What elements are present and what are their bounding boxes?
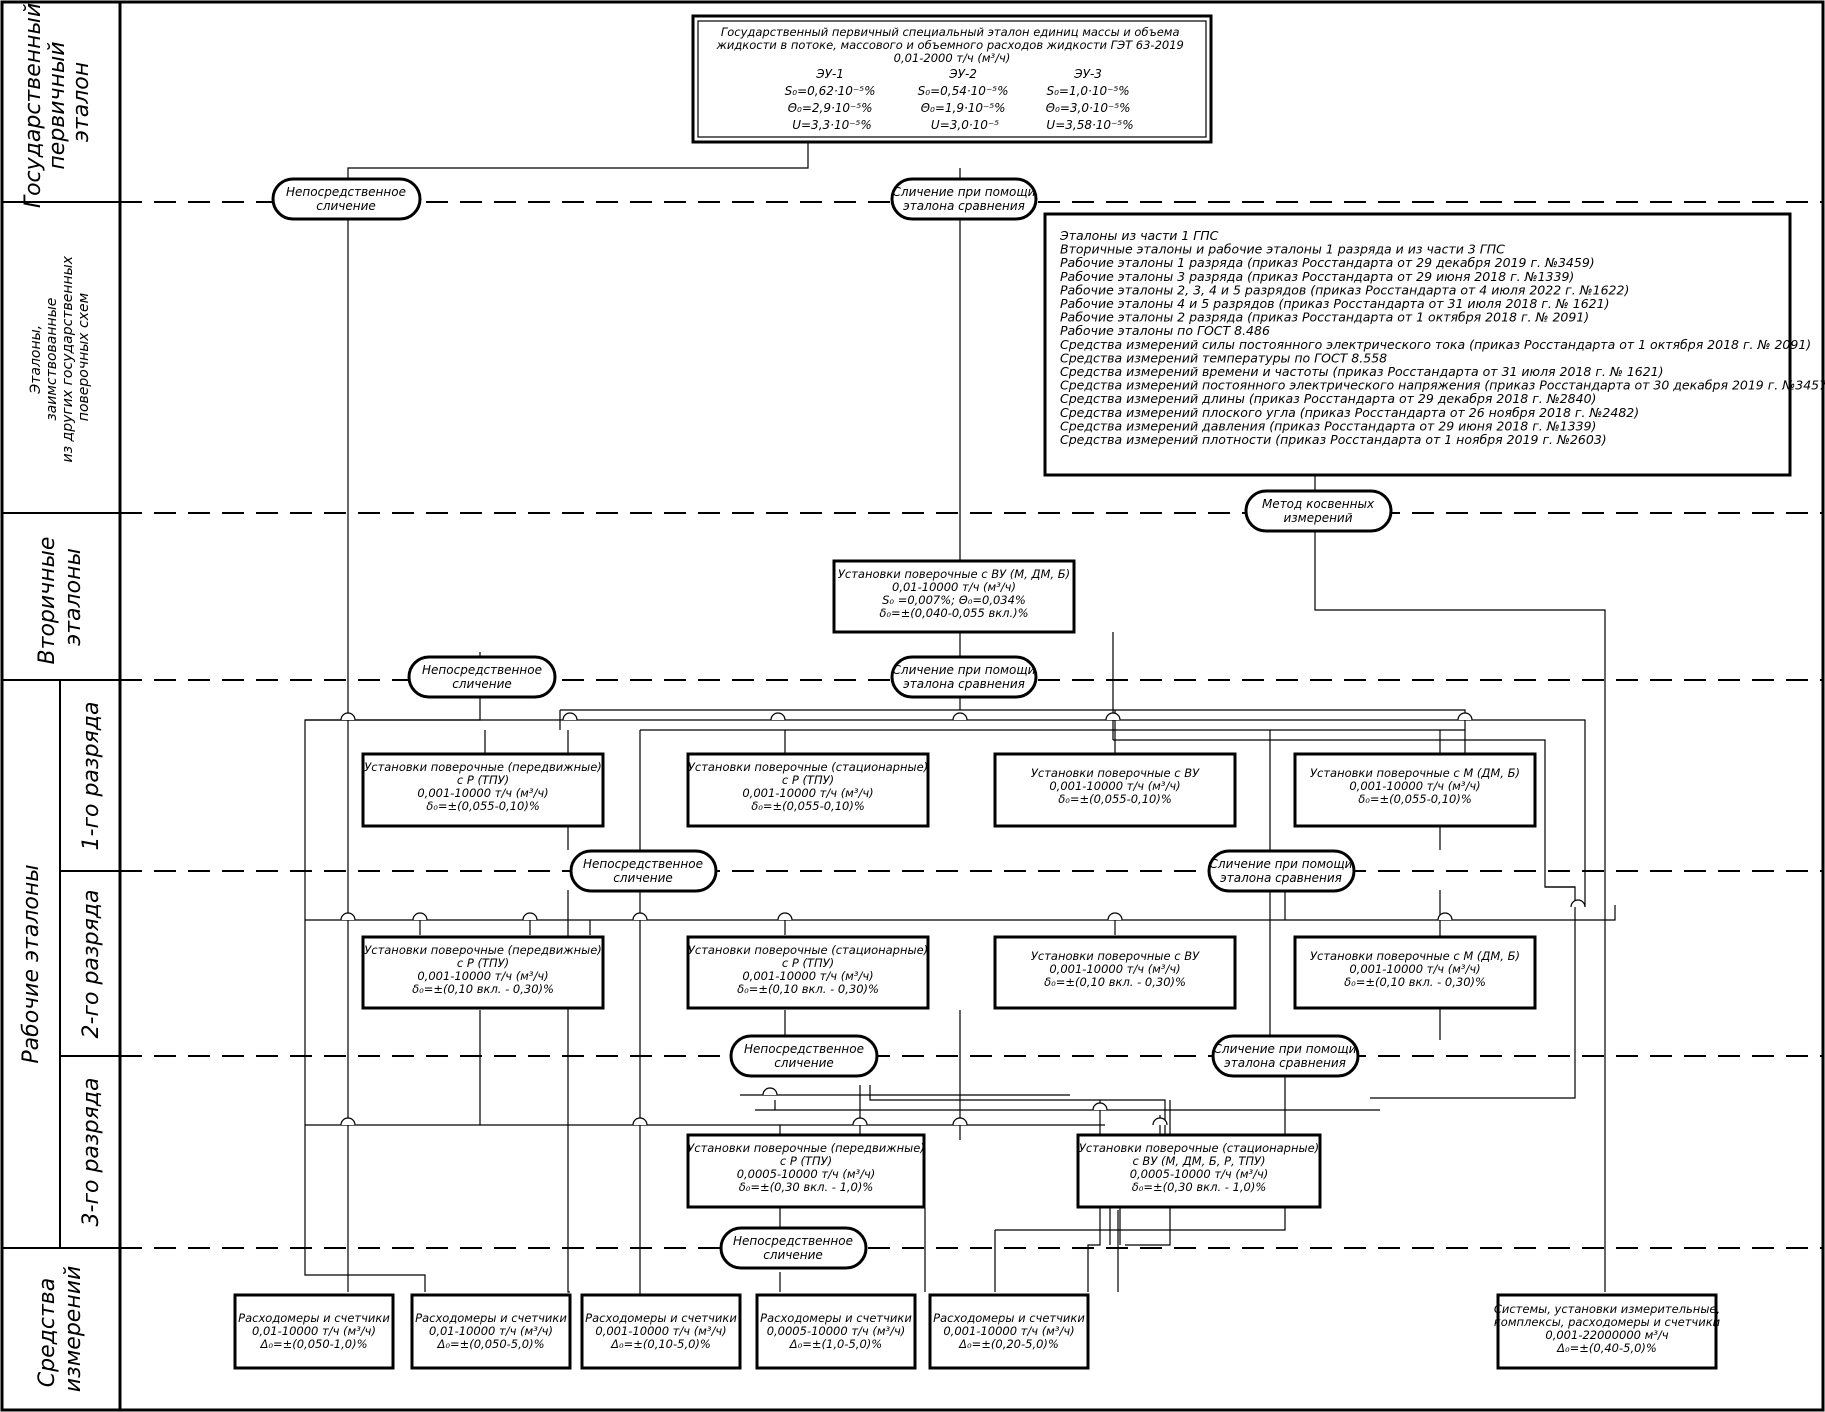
primary-standard-text: Государственный первичный специальный эт…	[715, 25, 1187, 132]
rank1-box-vu	[993, 752, 1237, 828]
oval-comparison-2	[890, 655, 1038, 699]
level-label-instruments: Средства измерений	[35, 1266, 86, 1393]
rank3-stationary-text: Установки поверочные (стационарные)с ВУ …	[1079, 1141, 1319, 1194]
instrument-box-3	[580, 1293, 742, 1370]
borrowed-standards-box	[1043, 212, 1792, 477]
unit-3: ЭУ-3 S₀=1,0·10⁻⁵% Θ₀=3,0·10⁻⁵% U=3,58·10…	[1046, 67, 1135, 132]
nodes	[233, 14, 1792, 1370]
oval-comparison-1	[890, 177, 1038, 221]
rank2-stationary-text: Установки поверочные (стационарные)с Р (…	[688, 943, 928, 996]
oval-direct-5	[719, 1226, 868, 1270]
rank3-mobile-text: Установки поверочные (передвижные)с Р (Т…	[687, 1141, 925, 1194]
line-crossings	[340, 712, 1586, 1126]
oval-direct-1	[271, 177, 422, 221]
primary-title: Государственный первичный специальный эт…	[715, 25, 1187, 65]
oval-direct-2	[407, 655, 557, 699]
primary-standard-box	[691, 14, 1213, 144]
rank1-box-mobile	[361, 752, 605, 828]
rank2-box-mobile	[361, 935, 605, 1010]
box-texts: Установки поверочные с ВУ (М, ДМ, Б)0,01…	[238, 567, 1720, 1355]
level-label-rank3: 3-го разряда	[79, 1078, 104, 1227]
rank2-mobile-text: Установки поверочные (передвижные)с Р (Т…	[364, 943, 602, 996]
oval-indirect	[1244, 489, 1393, 533]
rank3-box-stationary	[1076, 1133, 1322, 1209]
rank2-box-vu	[993, 935, 1237, 1010]
level-label-working: Рабочие эталоны	[19, 864, 44, 1063]
oval-comparison-4	[1211, 1034, 1360, 1078]
unit-2: ЭУ-2 S₀=0,54·10⁻⁵% Θ₀=1,9·10⁻⁵% U=3,0·10…	[918, 67, 1013, 132]
rank1-box-stationary	[686, 752, 930, 828]
instrument-box-1	[233, 1293, 395, 1370]
level-label-rank1: 1-го разряда	[79, 702, 104, 851]
level-label-borrowed: Эталоны, заимствованные из других госуда…	[28, 252, 92, 463]
instrument-text-6: Системы, установки измерительные,комплек…	[1494, 1302, 1721, 1355]
borrowed-standards-list: Эталоны из части 1 ГПС Вторичные эталоны…	[1059, 228, 1825, 447]
rank1-box-m	[1293, 752, 1537, 828]
oval-comparison-3	[1207, 849, 1356, 893]
secondary-standard-box	[832, 559, 1076, 634]
rank1-mobile-text: Установки поверочные (передвижные)с Р (Т…	[364, 760, 602, 813]
rank2-box-m	[1293, 935, 1537, 1010]
level-label-secondary: Вторичные эталоны	[35, 530, 86, 665]
level-labels: Государственный первичный эталон Эталоны…	[19, 0, 104, 1393]
rank1-m-text: Установки поверочные с М (ДМ, Б)0,001-10…	[1310, 766, 1520, 806]
rank2-box-stationary	[686, 935, 930, 1010]
level-label-rank2: 2-го разряда	[79, 890, 104, 1039]
oval-direct-3	[569, 849, 718, 893]
oval-direct-4	[729, 1034, 879, 1078]
rank1-stationary-text: Установки поверочные (стационарные)с Р (…	[688, 760, 928, 813]
instrument-box-4	[755, 1293, 917, 1370]
instrument-box-5	[928, 1293, 1090, 1370]
secondary-box-text: Установки поверочные с ВУ (М, ДМ, Б)0,01…	[838, 567, 1070, 620]
method-ovals	[271, 177, 1393, 1270]
unit-1: ЭУ-1 S₀=0,62·10⁻⁵% Θ₀=2,9·10⁻⁵% U=3,3·10…	[785, 67, 880, 132]
level-label-primary: Государственный первичный эталон	[21, 0, 94, 208]
rank2-m-text: Установки поверочные с М (ДМ, Б)0,001-10…	[1310, 949, 1520, 989]
instrument-box-6	[1496, 1293, 1718, 1370]
instrument-box-2	[410, 1293, 572, 1370]
rank3-box-mobile	[686, 1133, 926, 1209]
